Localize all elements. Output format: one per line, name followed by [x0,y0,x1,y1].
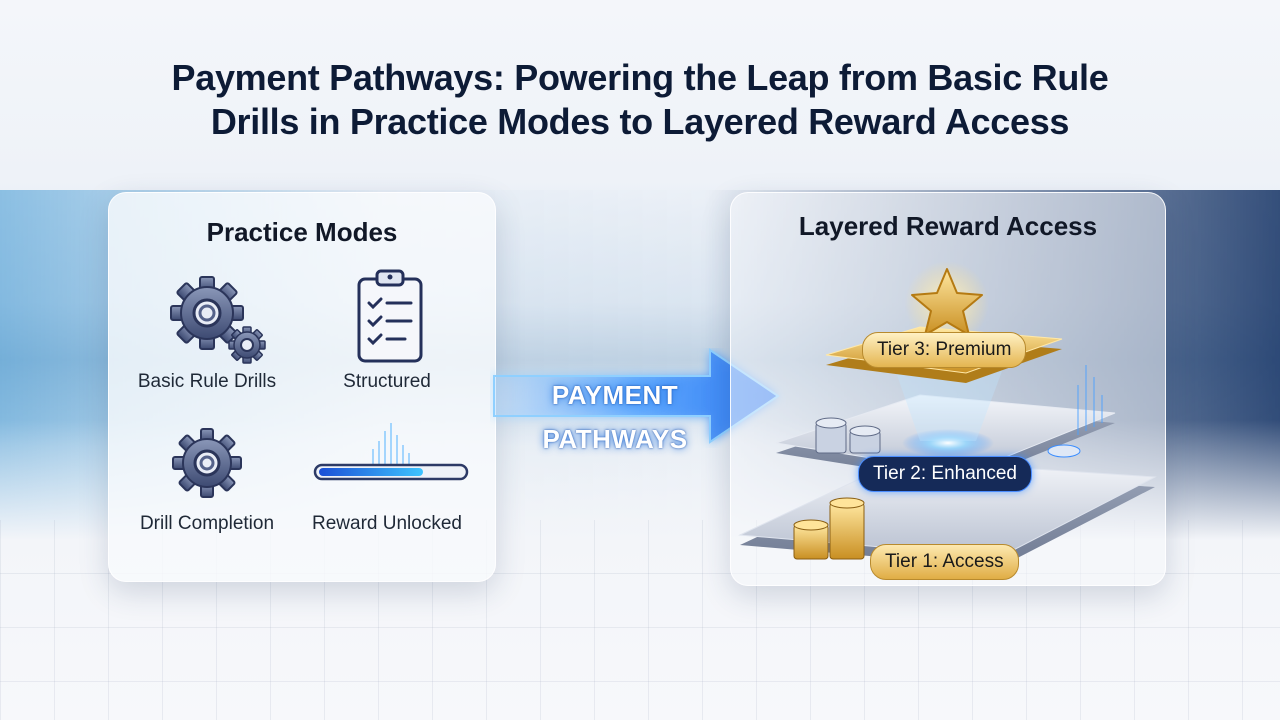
mode-label: Drill Completion [139,513,275,534]
tier-2-label: Tier 2: Enhanced [858,456,1032,492]
title-line-2: Drills in Practice Modes to Layered Rewa… [210,101,1070,142]
silver-coins-icon [815,417,1081,458]
star-icon [905,261,989,345]
mode-label: Basic Rule Drills [137,371,277,392]
progress-bar-icon [313,423,469,481]
mode-label: Reward Unlocked [312,513,462,534]
mode-label: Structured [343,371,431,392]
mode-drill-completion: Drill Completion [117,421,297,541]
data-lines [1077,365,1103,435]
gear-icon [172,428,242,498]
practice-modes-panel: Practice Modes [108,192,496,582]
practice-modes-title: Practice Modes [206,217,398,247]
clipboard-checklist-icon [357,269,423,363]
coin-stack-icon [793,497,865,560]
tier-3-label: Tier 3: Premium [862,332,1027,368]
arrow-label-line-2: PATHWAYS [542,424,688,454]
title-line-1: Payment Pathways: Powering the Leap from… [171,57,1109,98]
mode-basic-rule-drills: Basic Rule Drills [117,273,297,403]
tier-1-label: Tier 1: Access [870,544,1019,580]
layered-reward-title: Layered Reward Access [798,211,1098,241]
page-title: Payment Pathways: Powering the Leap from… [0,56,1280,144]
mode-structured: Structured [297,269,477,399]
mode-reward-unlocked: Reward Unlocked [297,421,477,541]
gears-icon [170,276,266,364]
arrow-label-line-1: PAYMENT [551,380,679,410]
